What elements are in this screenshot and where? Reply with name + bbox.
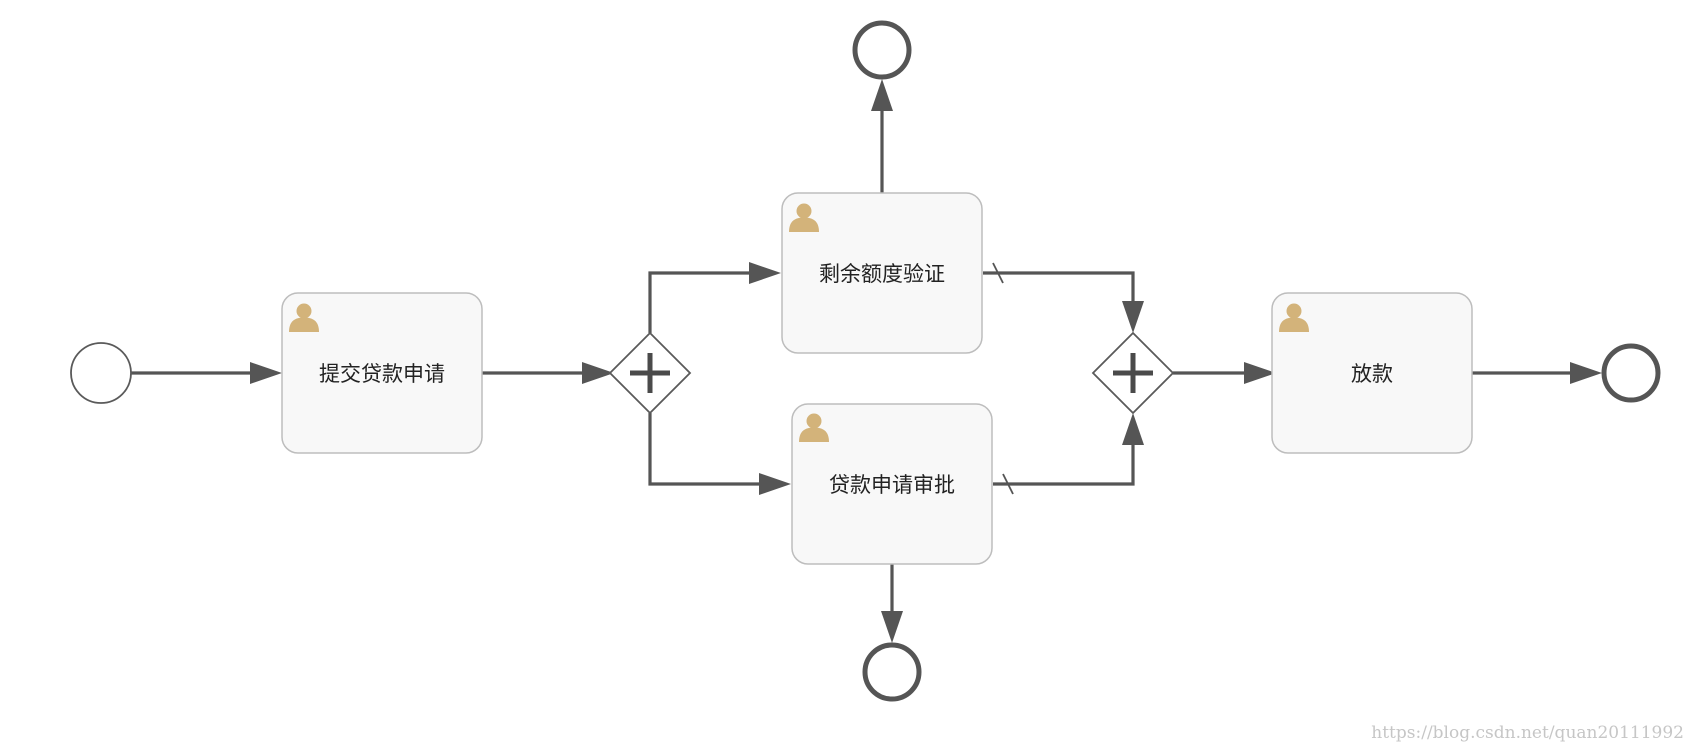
flow-fork-to-quota-check[interactable] [648, 271, 751, 333]
watermark: https://blog.csdn.net/quan20111992 [1371, 723, 1684, 743]
arrowhead-icon [1244, 362, 1276, 384]
plus-icon [1113, 353, 1153, 393]
arrowhead-icon [1122, 413, 1144, 445]
arrowhead-icon [250, 362, 282, 384]
end-event-right[interactable] [1601, 343, 1661, 403]
end-event-top[interactable] [852, 20, 912, 80]
parallel-gateway-fork[interactable] [608, 331, 692, 415]
task-label: 放款 [1351, 362, 1393, 386]
flow-fork-to-approval[interactable] [648, 413, 761, 486]
flow-quota-check-to-join[interactable] [983, 271, 1135, 301]
start-event[interactable] [70, 342, 132, 404]
task-label: 贷款申请审批 [829, 473, 955, 497]
end-event-bottom[interactable] [862, 642, 922, 702]
default-flow-marker [1002, 473, 1014, 495]
task-application-approval[interactable]: 贷款申请审批 [791, 403, 993, 565]
task-quota-check[interactable]: 剩余额度验证 [781, 192, 983, 354]
arrowhead-icon [1570, 362, 1602, 384]
arrowhead-icon [881, 611, 903, 643]
task-submit-application[interactable]: 提交贷款申请 [281, 292, 483, 454]
sequence-flows [131, 79, 1602, 643]
flow-approval-to-join[interactable] [993, 445, 1135, 486]
arrowhead-icon [749, 262, 781, 284]
parallel-gateway-join[interactable] [1091, 331, 1175, 415]
arrowhead-icon [759, 473, 791, 495]
arrowhead-icon [871, 79, 893, 111]
plus-icon [630, 353, 670, 393]
default-flow-marker [992, 262, 1004, 284]
task-disburse-loan[interactable]: 放款 [1271, 292, 1473, 454]
arrowhead-icon [1122, 301, 1144, 333]
task-label: 剩余额度验证 [819, 262, 945, 286]
task-label: 提交贷款申请 [319, 362, 445, 386]
arrowhead-icon [582, 362, 614, 384]
